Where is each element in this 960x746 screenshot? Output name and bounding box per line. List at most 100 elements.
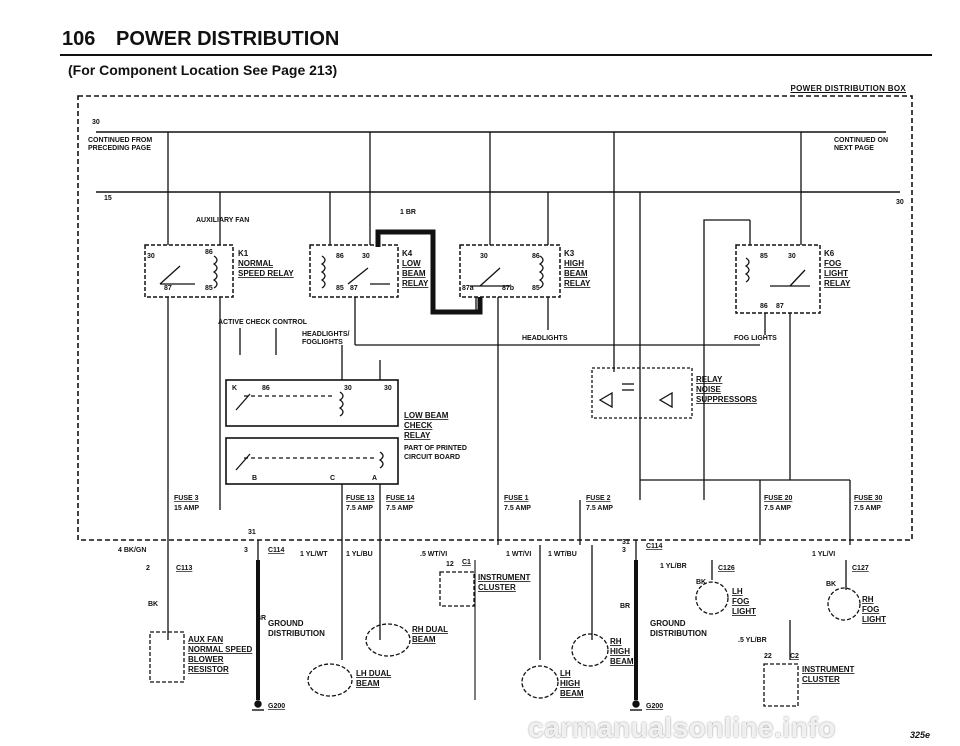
- c114-left-label: C114: [268, 547, 284, 554]
- bk-right-label: BK: [826, 581, 836, 588]
- fuse-3-name: FUSE 3: [174, 495, 199, 502]
- wire-ylwt-label: 1 YL/WT: [300, 551, 328, 558]
- lh-high-2: HIGH: [560, 679, 580, 688]
- lh-fog-3: LIGHT: [732, 607, 756, 616]
- k4-line-3: RELAY: [402, 279, 429, 288]
- lh-high-3: BEAM: [560, 689, 584, 698]
- bus-30-left-label: 30: [92, 119, 100, 126]
- k3-pin-86: 86: [532, 253, 540, 260]
- fuse-2-name: FUSE 2: [586, 495, 611, 502]
- lbc-pin-k: K: [232, 385, 237, 392]
- c113-pin: 2: [146, 565, 150, 572]
- k4-pin-87: 87: [350, 285, 358, 292]
- noise-suppressor-box: [591, 367, 693, 419]
- lh-high-beam-lamp: [521, 665, 559, 699]
- br1-label: 1 BR: [400, 209, 416, 216]
- k3-pin-87b: 87b: [502, 285, 514, 292]
- rh-dual-1: RH DUAL: [412, 625, 448, 634]
- g200-right-ground-icon: [632, 700, 640, 708]
- lh-fog-1: LH: [732, 587, 743, 596]
- k4-line-2: BEAM: [402, 269, 426, 278]
- lh-dual-1: LH DUAL: [356, 669, 391, 678]
- noise-line-2: NOISE: [696, 385, 722, 394]
- k1-pin-86: 86: [205, 249, 213, 256]
- fuse-30-name: FUSE 30: [854, 495, 883, 502]
- cont-from-1: CONTINUED FROM: [88, 137, 152, 144]
- k4-pin-86: 86: [336, 253, 344, 260]
- lbc-contact-2: [235, 453, 251, 471]
- lh-fog-2: FOG: [732, 597, 749, 606]
- instr-mid-1: INSTRUMENT: [478, 573, 531, 582]
- c1-pin: 12: [446, 561, 454, 568]
- rh-dual-2: BEAM: [412, 635, 436, 644]
- lh-fog-lamp: [695, 581, 729, 615]
- k3-contact: [470, 267, 510, 287]
- lbc-line-1: LOW BEAM: [404, 411, 449, 420]
- bus-15-label: 15: [104, 195, 112, 202]
- lbc-contact-1: [235, 393, 251, 411]
- c114-right-31: 31: [622, 539, 630, 546]
- k6-line-1: FOG: [824, 259, 841, 268]
- k6-line-3: RELAY: [824, 279, 851, 288]
- ground-dist-right-1: GROUND: [650, 619, 686, 628]
- hl-fl-label-1: HEADLIGHTS/: [302, 331, 350, 338]
- k3-coil: [538, 255, 544, 289]
- page-number: 106: [62, 28, 96, 50]
- bk-mid-label: BK: [696, 579, 706, 586]
- fuse-1-rating: 7.5 AMP: [504, 505, 531, 512]
- rh-high-beam-lamp: [571, 633, 609, 667]
- hl-fl-label-2: FOGLIGHTS: [302, 339, 343, 346]
- aux-fan-resistor-box: [149, 631, 185, 683]
- ground-dist-left-1: GROUND: [268, 619, 304, 628]
- lbc-note-2: CIRCUIT BOARD: [404, 454, 460, 461]
- k4-contact: [347, 267, 390, 285]
- watermark: carmanualsonline.info: [528, 712, 836, 743]
- noise-diode-1: [598, 391, 613, 409]
- k1-id: K1: [238, 249, 249, 258]
- rh-high-3: BEAM: [610, 657, 634, 666]
- c2-label: C2: [790, 653, 799, 660]
- k6-85-wire: [703, 219, 750, 500]
- k1-pin-85: 85: [205, 285, 213, 292]
- k6-pin-30: 30: [788, 253, 796, 260]
- ground-dist-right-2: DISTRIBUTION: [650, 629, 707, 638]
- k1-pin-30: 30: [147, 253, 155, 260]
- wire-wtvi2-label: 1 WT/VI: [506, 551, 531, 558]
- instr-right-1: INSTRUMENT: [802, 665, 855, 674]
- g200-left-ground-icon: [254, 700, 262, 708]
- rh-high-1: RH: [610, 637, 622, 646]
- instrument-cluster-mid-box: [439, 571, 475, 607]
- lbc-pin-c: C: [330, 475, 335, 482]
- rh-fog-3: LIGHT: [862, 615, 886, 624]
- c114-left-3: 3: [244, 547, 248, 554]
- lh-dual-beam-lamp: [307, 663, 353, 697]
- k1-line-2: SPEED RELAY: [238, 269, 294, 278]
- k1-coil: [212, 255, 218, 289]
- wire-ylbr-label: 1 YL/BR: [660, 563, 687, 570]
- k3-line-1: HIGH: [564, 259, 584, 268]
- lbc-box-lower: [225, 437, 399, 485]
- ground-dist-left-2: DISTRIBUTION: [268, 629, 325, 638]
- c114-right-label: C114: [646, 543, 662, 550]
- fuse-13-name: FUSE 13: [346, 495, 375, 502]
- wire-ylbr5-label: .5 YL/BR: [738, 637, 767, 644]
- k6-pin-87: 87: [776, 303, 784, 310]
- k4-pin-30: 30: [362, 253, 370, 260]
- title-rule: [60, 54, 932, 56]
- aux-fan-line-3: BLOWER: [188, 655, 224, 664]
- instr-mid-2: CLUSTER: [478, 583, 516, 592]
- aux-fan-line-1: AUX FAN: [188, 635, 223, 644]
- k3-pin-30: 30: [480, 253, 488, 260]
- lh-dual-2: BEAM: [356, 679, 380, 688]
- c114-left-31: 31: [248, 529, 256, 536]
- wire-4bkgn-label: 4 BK/GN: [118, 547, 146, 554]
- wire-ylbu-label: 1 YL/BU: [346, 551, 373, 558]
- rh-high-2: HIGH: [610, 647, 630, 656]
- cont-on-2: NEXT PAGE: [834, 145, 874, 152]
- rh-fog-1: RH: [862, 595, 874, 604]
- lbc-line-2: CHECK: [404, 421, 433, 430]
- k3-pin-85: 85: [532, 285, 540, 292]
- k1-relay-box: [144, 244, 234, 298]
- page-code: 325e: [909, 730, 930, 740]
- c126-label: C126: [718, 565, 735, 572]
